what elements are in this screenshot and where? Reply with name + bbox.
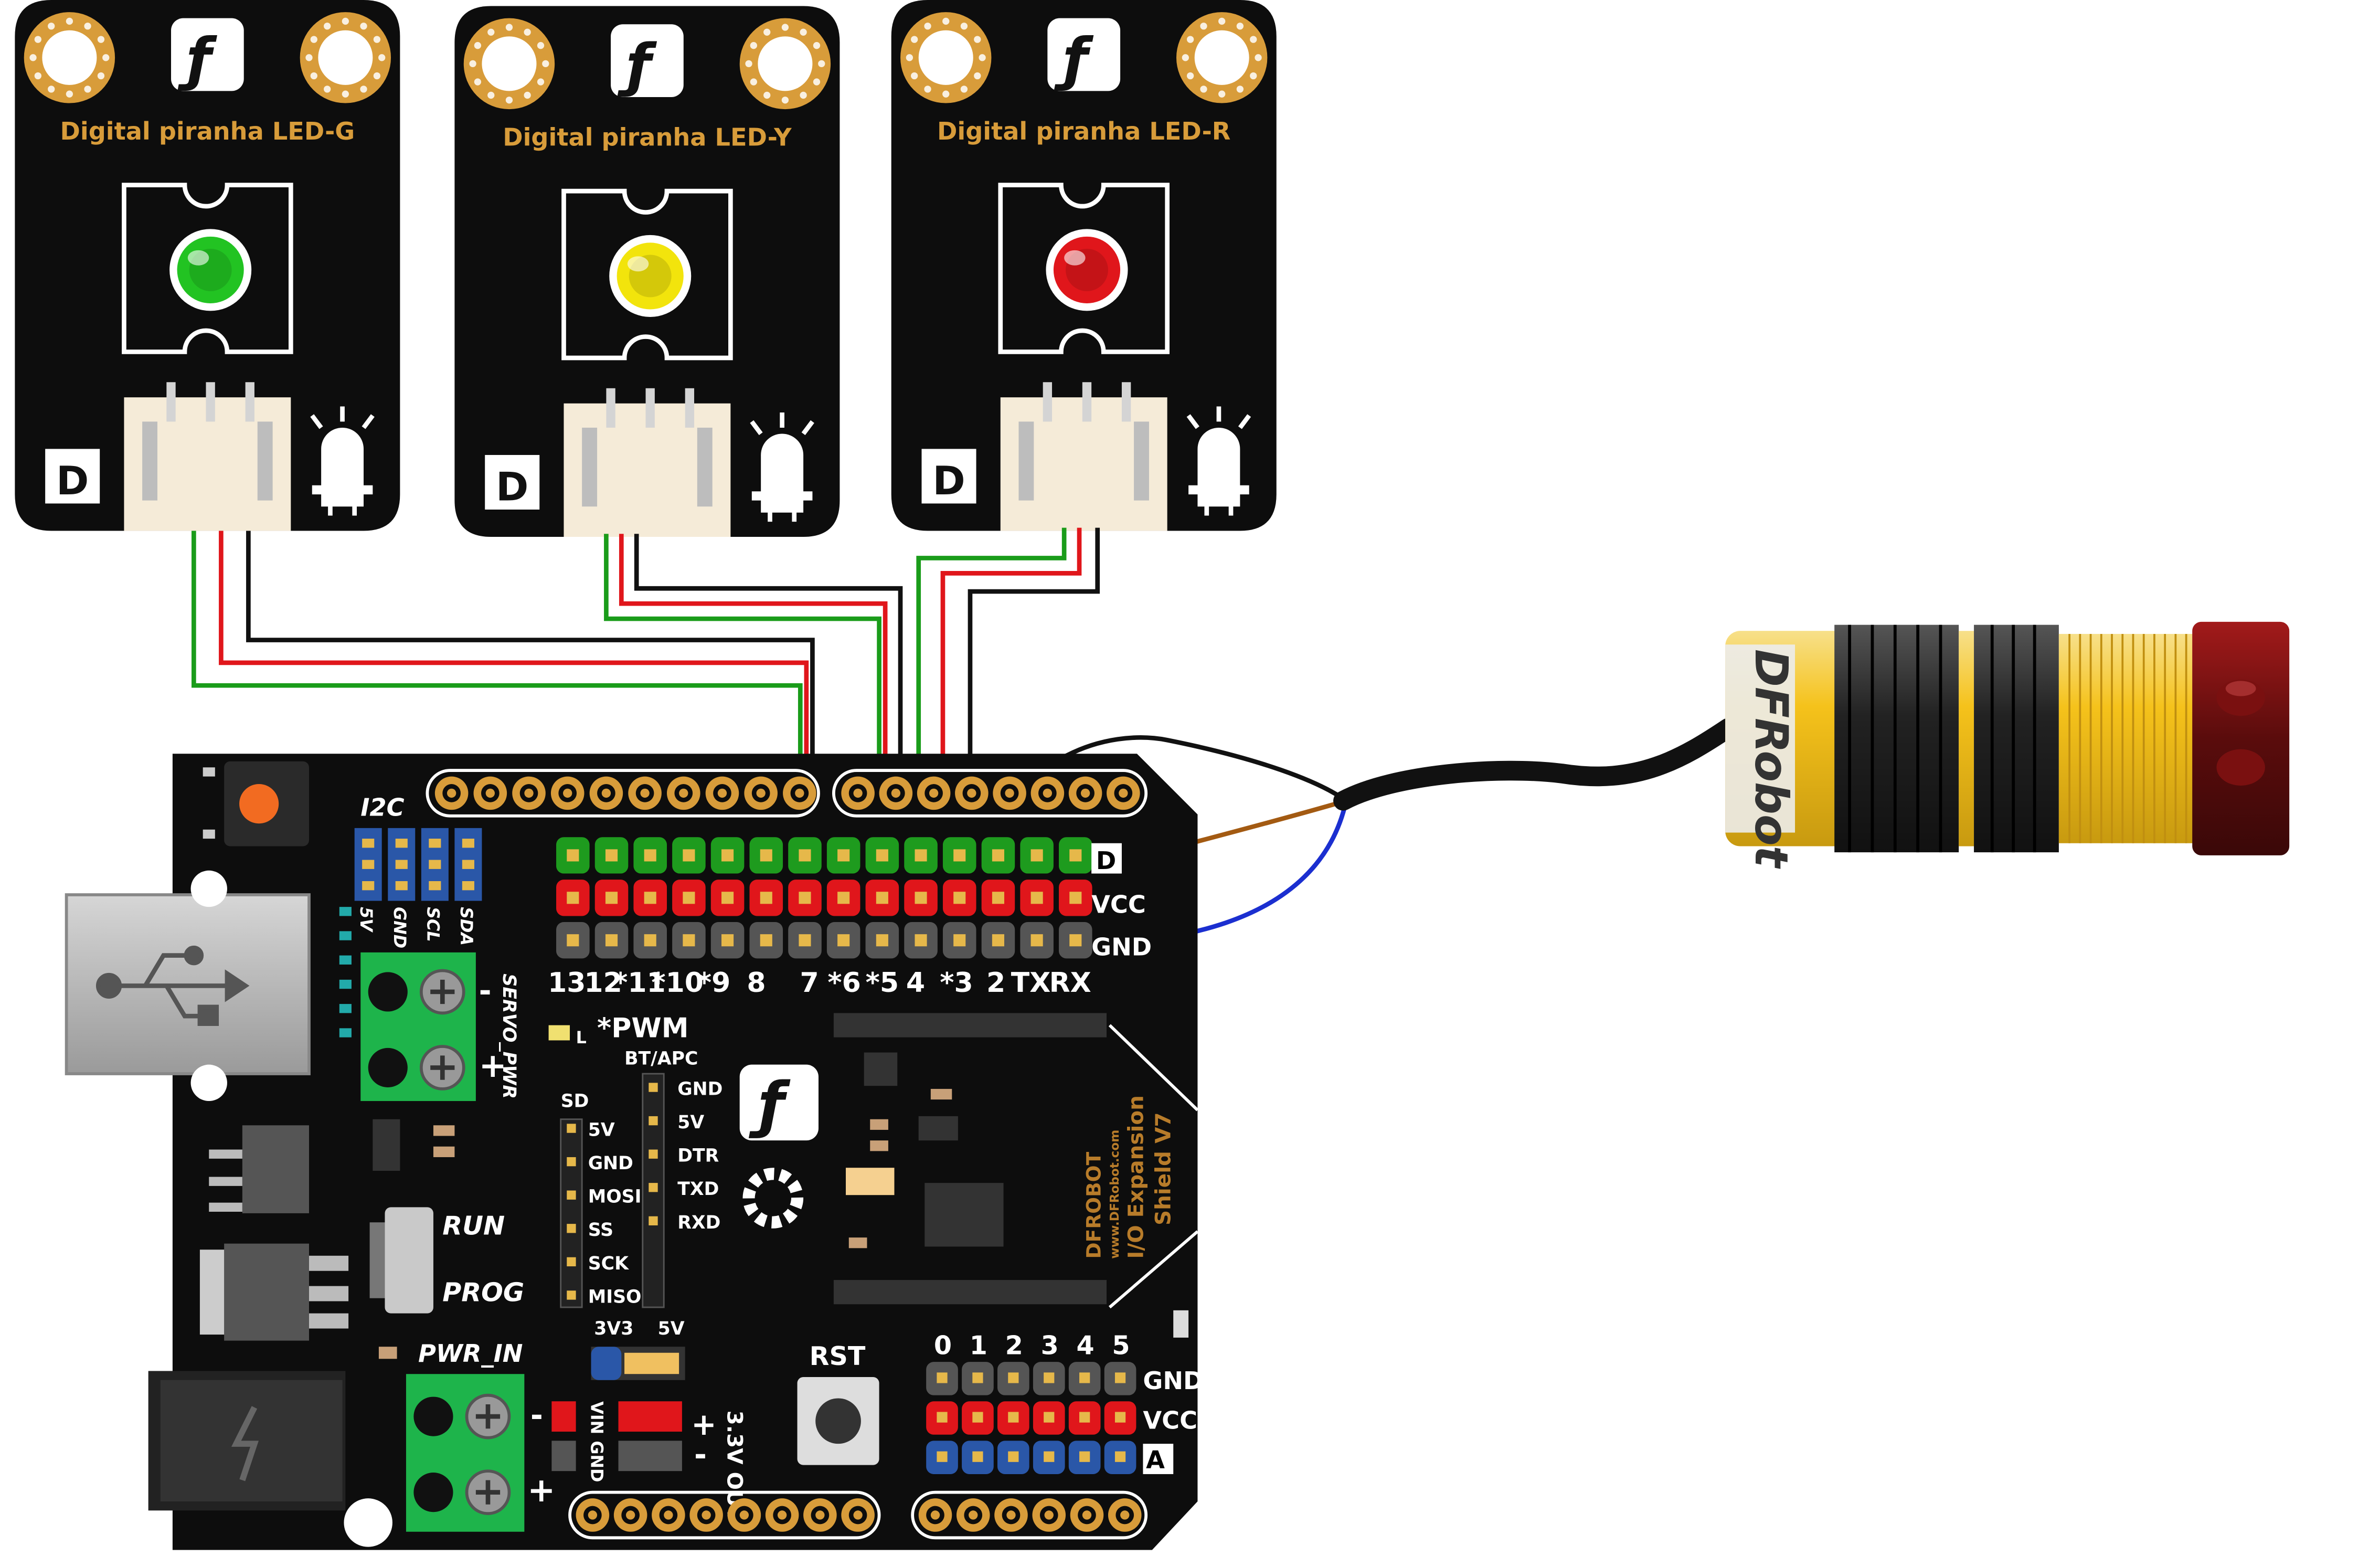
vin-label: VIN <box>587 1401 606 1434</box>
digital-pin-label: 13 <box>548 967 586 999</box>
photoelectric-sensor: DFRobot <box>1725 621 2290 870</box>
analog-pin-label: 3 <box>1041 1330 1059 1361</box>
out-plus: + <box>691 1406 716 1442</box>
sd-pin-label: MISO <box>588 1286 642 1307</box>
module-title: Digital piranha LED-G <box>60 117 355 145</box>
analog-pin-label: 1 <box>970 1330 987 1361</box>
analog-pin-label: 2 <box>1005 1330 1023 1361</box>
row-label-gnd: GND <box>1091 933 1152 961</box>
sensor-cable <box>1333 718 1738 811</box>
v3v3-label: 3V3 <box>594 1318 633 1339</box>
bt-pin-label: GND <box>677 1078 722 1099</box>
module-title: Digital piranha LED-Y <box>503 123 792 151</box>
i2c-label: I2C <box>360 793 404 822</box>
digital-pin-label: *6 <box>827 967 860 999</box>
led-icon <box>750 412 814 522</box>
digital-pin-label: 4 <box>906 967 925 999</box>
shield-name-2: Shield V7 <box>1150 1112 1175 1225</box>
bt-pin-label: TXD <box>677 1179 719 1200</box>
gnd-small-label: GND <box>587 1441 606 1482</box>
analog-pin-label: 5 <box>1112 1330 1130 1361</box>
bt-title: BT/APC <box>624 1049 698 1070</box>
row-label-vcc: VCC <box>1091 891 1146 919</box>
digital-badge: D <box>56 458 89 504</box>
digital-pin-label: 8 <box>747 967 766 999</box>
servo-minus: - <box>479 972 492 1008</box>
digital-pin-label: 12 <box>584 967 622 999</box>
shield-name-1: I/O Expansion <box>1123 1095 1148 1259</box>
i2c-pin-label: SCL <box>423 907 442 941</box>
digital-badge: D <box>496 464 528 510</box>
digital-pin-label: RX <box>1049 967 1091 999</box>
analog-gnd-label: GND <box>1143 1367 1203 1395</box>
row-label-d-text: D <box>1096 846 1116 875</box>
digital-badge: D <box>932 458 965 504</box>
analog-pin-label: 4 <box>1077 1330 1095 1361</box>
sensor-brand-label: DFRobot <box>1745 649 1797 870</box>
analog-a-label: A <box>1146 1445 1165 1474</box>
v5v-label: 5V <box>658 1318 685 1339</box>
rst-label: RST <box>810 1341 866 1371</box>
led-icon <box>310 406 375 516</box>
module-title: Digital piranha LED-R <box>937 117 1230 145</box>
dfrobot-logo-icon <box>1047 18 1121 91</box>
i2c-pin-label: 5V <box>356 907 375 933</box>
bt-pin-label: RXD <box>677 1212 720 1233</box>
digital-pin-label: 7 <box>800 967 819 999</box>
dfrobot-logo-icon <box>171 18 244 91</box>
servo-pwr-label: SERVO_PWR <box>498 973 519 1099</box>
pwm-label: *PWM <box>597 1013 688 1044</box>
i2c-pin-label: SDA <box>456 907 475 946</box>
analog-vcc-label: VCC <box>1143 1406 1197 1434</box>
run-prog-switch[interactable] <box>385 1207 433 1314</box>
pwr-minus: - <box>530 1397 543 1433</box>
digital-pin-label: TX <box>1011 967 1051 999</box>
out-minus: - <box>694 1437 707 1473</box>
digital-pin-label: 2 <box>986 967 1005 999</box>
led-l-label: L <box>576 1029 587 1047</box>
digital-pin-label: *5 <box>866 967 899 999</box>
sd-pin-label: SCK <box>588 1253 629 1274</box>
sd-pin-label: SS <box>588 1220 613 1241</box>
dfrobot-logo-icon <box>611 24 684 97</box>
bt-pin-label: 5V <box>677 1112 704 1133</box>
pwr-plus: + <box>527 1470 555 1509</box>
prog-label: PROG <box>442 1277 524 1308</box>
sd-title: SD <box>561 1091 589 1112</box>
sd-pin-label: GND <box>588 1153 633 1174</box>
pwr-in-label: PWR_IN <box>418 1339 523 1368</box>
led-icon <box>1186 406 1251 516</box>
bt-pin-label: DTR <box>677 1146 719 1167</box>
digital-pin-label: *10 <box>651 967 704 999</box>
servo-plus: + <box>479 1046 507 1085</box>
shield-brand: DFROBOT <box>1082 1151 1105 1258</box>
run-label: RUN <box>442 1210 505 1241</box>
digital-pin-label: *9 <box>697 967 730 999</box>
sd-pin-label: 5V <box>588 1120 615 1141</box>
gear-icon <box>742 1168 804 1229</box>
dfrobot-logo <box>739 1064 819 1141</box>
sd-pin-label: MOSI <box>588 1187 642 1208</box>
digital-pin-label: *3 <box>940 967 973 999</box>
i2c-pin-label: GND <box>390 907 409 948</box>
shield-url: www.DFRobot.com <box>1108 1130 1122 1259</box>
analog-pin-label: 0 <box>934 1330 952 1361</box>
usb-icon <box>95 945 250 1026</box>
digital-pin-label: *11 <box>613 967 666 999</box>
